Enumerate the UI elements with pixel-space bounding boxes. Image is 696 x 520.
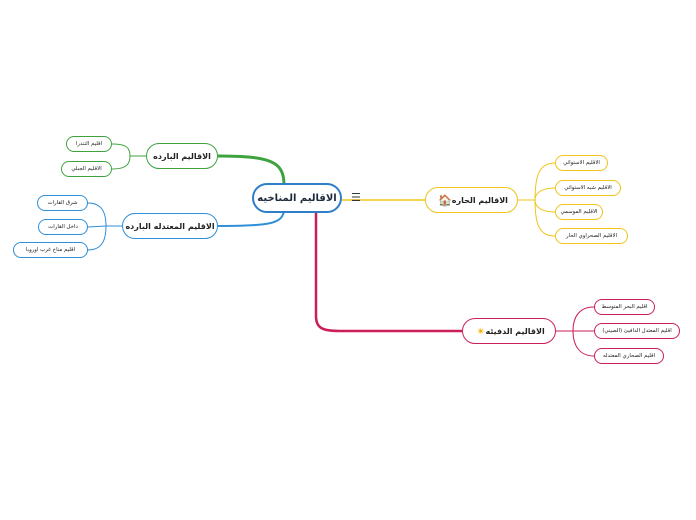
leaf-sub-equatorial-label: الاقليم شبه الاستوائي	[564, 185, 612, 191]
leaf-mountain[interactable]: الاقليم الجبلي	[61, 161, 112, 177]
leaf-equatorial-label: الاقليم الاستوائي	[563, 160, 600, 166]
leaf-east-continents[interactable]: شرق القارات	[37, 195, 88, 211]
leaf-tundra[interactable]: اقليم التندرا	[66, 136, 112, 152]
leaf-hot-desert-label: الاقليم الصحراوي الحار	[565, 233, 618, 239]
leaf-monsoon-label: الاقليم الموسمي	[560, 209, 598, 215]
leaf-equatorial[interactable]: الاقليم الاستوائي	[555, 155, 608, 171]
leaf-mediterranean-label: اقليم البحر المتوسط	[601, 304, 648, 310]
leaf-west-europe[interactable]: اقليم مناخ غرب اوروبا	[13, 242, 88, 258]
leaf-mountain-label: الاقليم الجبلي	[71, 166, 102, 172]
branch-cold-regions[interactable]: الاقاليم البارده	[146, 143, 218, 169]
branch-hot-regions[interactable]: الاقاليم الحاره 🏠	[425, 187, 518, 213]
branch-warm-label: الاقاليم الدفيئه	[485, 326, 545, 336]
leaf-temperate-desert-label: اقليم الصحاري المعتدله	[602, 353, 656, 359]
leaf-temperate-desert[interactable]: اقليم الصحاري المعتدله	[594, 348, 664, 364]
leaf-inner-continents[interactable]: داخل القارات	[38, 219, 88, 235]
leaf-west-europe-label: اقليم مناخ غرب اوروبا	[25, 247, 76, 253]
leaf-mediterranean[interactable]: اقليم البحر المتوسط	[594, 299, 655, 315]
leaf-monsoon[interactable]: الاقليم الموسمي	[555, 204, 603, 220]
leaf-tundra-label: اقليم التندرا	[75, 141, 103, 147]
star-icon: ✴	[476, 324, 486, 338]
house-icon: 🏠	[438, 193, 452, 207]
leaf-sub-equatorial[interactable]: الاقليم شبه الاستوائي	[555, 180, 621, 196]
branch-temperate-label: الاقليم المعتدله البارده	[125, 221, 215, 231]
leaf-inner-continents-label: داخل القارات	[48, 224, 78, 230]
leaf-hot-desert[interactable]: الاقليم الصحراوي الحار	[555, 228, 628, 244]
leaf-warm-temperate-chinese-label: اقليم المعتدل الدافيئ (الصيني)	[602, 328, 672, 334]
branch-cold-label: الاقاليم البارده	[153, 151, 211, 161]
menu-icon[interactable]: ☰	[351, 191, 361, 204]
central-topic[interactable]: الاقاليم المناخيه	[252, 183, 342, 213]
leaf-warm-temperate-chinese[interactable]: اقليم المعتدل الدافيئ (الصيني)	[594, 323, 680, 339]
central-topic-label: الاقاليم المناخيه	[257, 192, 337, 204]
branch-warm-regions[interactable]: الاقاليم الدفيئه ✴	[462, 318, 556, 344]
leaf-east-continents-label: شرق القارات	[47, 200, 78, 206]
branch-cold-temperate-regions[interactable]: الاقليم المعتدله البارده	[122, 213, 218, 239]
branch-hot-label: الاقاليم الحاره	[451, 195, 508, 205]
